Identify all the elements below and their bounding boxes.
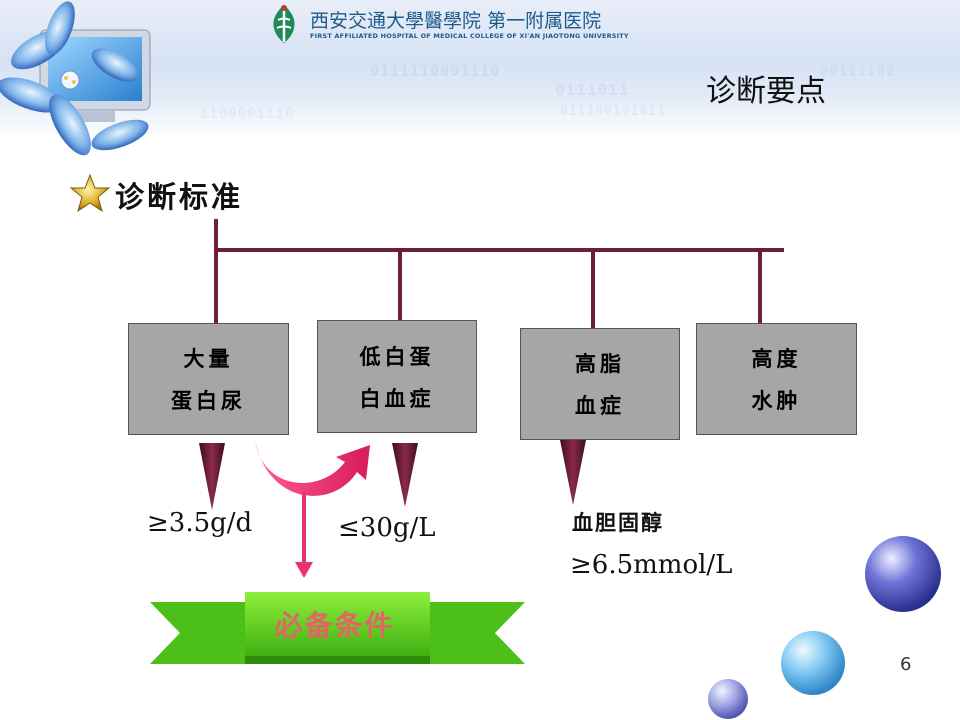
pointer-proteinuria-icon xyxy=(199,443,225,510)
section-title: 诊断要点 xyxy=(706,74,826,109)
criterion-box-hyperlipidemia: 高脂 血症 xyxy=(520,328,680,440)
binary-decoration: 0111011 xyxy=(555,80,630,99)
pointer-cholesterol-icon xyxy=(560,440,586,505)
star-bullet-icon xyxy=(69,173,111,213)
university-name-cn: 西安交通大學醫學院 xyxy=(310,10,482,32)
criterion-box-proteinuria: 大量 蛋白尿 xyxy=(128,323,289,435)
hospital-name-cn: 第一附属医院 xyxy=(487,10,602,32)
required-condition-ribbon xyxy=(150,592,525,664)
sphere-medium-icon xyxy=(781,631,845,695)
criterion-label: 血症 xyxy=(575,394,625,418)
criterion-label: 高度 xyxy=(751,347,802,371)
curved-arrow-icon xyxy=(255,440,370,496)
criterion-box-hypoalbuminemia: 低白蛋 白血症 xyxy=(317,320,477,433)
criterion-label: 白血症 xyxy=(359,386,435,411)
criterion-label: 大量 xyxy=(183,347,234,371)
hospital-name: 西安交通大學醫學院 第一附属医院 xyxy=(310,6,601,33)
criterion-label: 蛋白尿 xyxy=(171,389,246,413)
cholesterol-threshold: ≥6.5mmol/L xyxy=(570,550,733,580)
page-number: 6 xyxy=(900,654,912,675)
required-condition-label: 必备条件 xyxy=(274,609,395,642)
albumin-threshold: ≤30g/L xyxy=(338,513,436,543)
banner-fade xyxy=(0,95,960,155)
sphere-large-icon xyxy=(865,536,941,612)
down-arrow-icon xyxy=(295,562,313,578)
criterion-label: 低白蛋 xyxy=(359,344,435,369)
cholesterol-label: 血胆固醇 xyxy=(572,511,664,535)
diagnostic-criteria-title: 诊断标准 xyxy=(115,180,244,214)
lily-monitor-clipart xyxy=(0,1,151,156)
sphere-small-icon xyxy=(708,679,748,719)
pointer-albumin-icon xyxy=(392,443,418,507)
binary-decoration: 0111110001110 xyxy=(370,62,501,80)
criterion-label: 高脂 xyxy=(575,352,625,376)
hospital-logo-icon xyxy=(273,5,295,43)
criterion-label: 水肿 xyxy=(751,389,802,413)
binary-decoration: 00111100 xyxy=(820,64,896,80)
decorative-spheres xyxy=(708,536,941,719)
criterion-box-edema: 高度 水肿 xyxy=(696,323,857,435)
hospital-name-en: FIRST AFFILIATED HOSPITAL OF MEDICAL COL… xyxy=(310,32,629,40)
proteinuria-threshold: ≥3.5g/d xyxy=(147,508,253,538)
